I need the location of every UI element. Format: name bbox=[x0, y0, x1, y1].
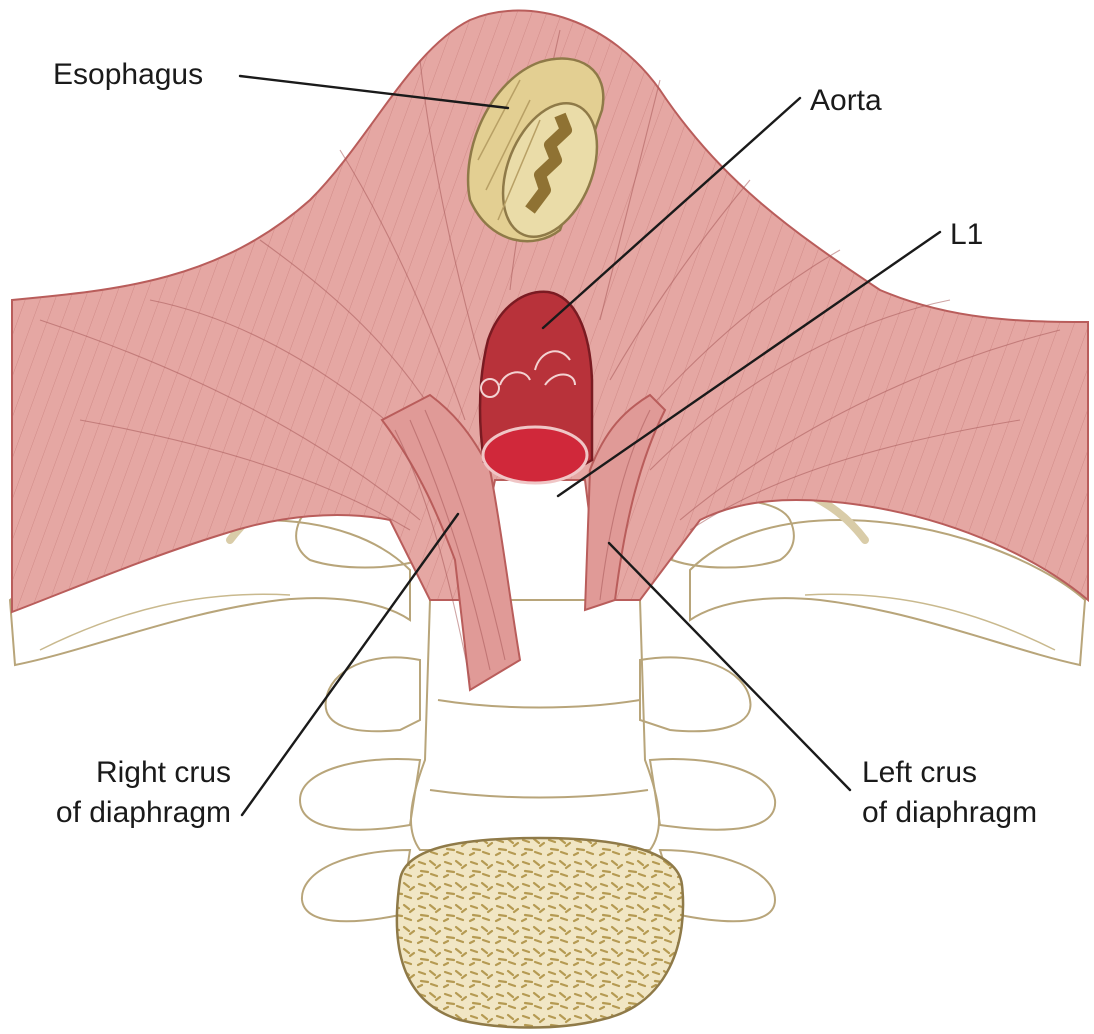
vertebral-bodies bbox=[411, 600, 659, 850]
right-crus-leader bbox=[242, 514, 458, 815]
transverse-process-lower-left bbox=[640, 657, 750, 731]
transverse-process-lower-right bbox=[326, 657, 420, 731]
left-crus-label-line1: Left crus bbox=[862, 756, 977, 789]
right-crus-label-line1: Right crus bbox=[96, 756, 231, 789]
esophagus-label: Esophagus bbox=[53, 58, 203, 91]
aorta bbox=[480, 292, 592, 483]
transverse-process-l2-left bbox=[650, 759, 775, 830]
transverse-process-l2-right bbox=[300, 759, 420, 830]
vertebra-cross-section bbox=[397, 838, 683, 1028]
aorta-label: Aorta bbox=[810, 84, 882, 117]
left-crus-label-line2: of diaphragm bbox=[862, 796, 1037, 829]
vertebral-column bbox=[300, 600, 775, 1028]
l1-label: L1 bbox=[950, 218, 983, 251]
transverse-process-l3-right bbox=[302, 850, 410, 921]
right-crus-label-line2: of diaphragm bbox=[56, 796, 231, 829]
